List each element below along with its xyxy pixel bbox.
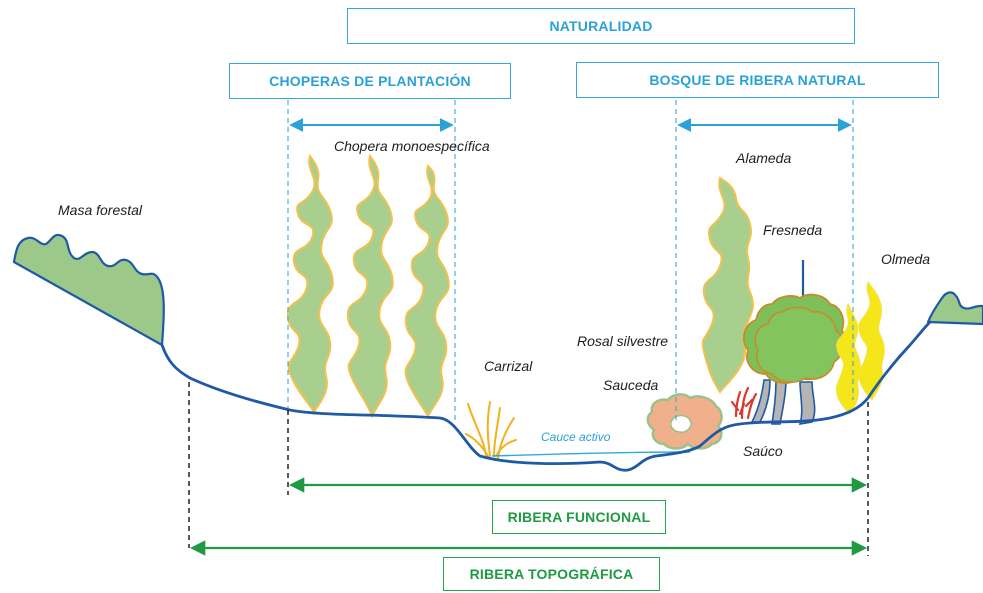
olmo-tree-2 bbox=[858, 280, 885, 401]
label-alameda: Alameda bbox=[736, 150, 792, 166]
rosal-shrub bbox=[730, 386, 758, 420]
left-forest-mass bbox=[12, 233, 165, 347]
label-carrizal: Carrizal bbox=[484, 358, 533, 374]
poplar-plantation bbox=[286, 153, 450, 419]
poplar-tree-3 bbox=[404, 164, 450, 419]
olmeda-trees bbox=[835, 280, 885, 415]
fresno-trunk-2 bbox=[771, 379, 787, 425]
naturalidad-header: NATURALIDAD bbox=[347, 8, 855, 44]
choperas-header: CHOPERAS DE PLANTACIÓN bbox=[229, 63, 511, 99]
label-sauco: Saúco bbox=[743, 443, 783, 459]
poplar-tree-1 bbox=[286, 153, 334, 414]
poplar-tree-2 bbox=[346, 153, 394, 419]
fresno-crown-front bbox=[754, 306, 844, 383]
label-olmeda: Olmeda bbox=[881, 251, 931, 267]
fresno-trunk-1 bbox=[750, 379, 771, 423]
terrain-profile bbox=[160, 320, 932, 472]
label-cauce: Cauce activo bbox=[541, 430, 611, 444]
label-chopera: Chopera monoespecífica bbox=[334, 138, 490, 154]
alameda-tree bbox=[701, 176, 754, 394]
bosque-header: BOSQUE DE RIBERA NATURAL bbox=[576, 62, 939, 98]
olmo-tree-1 bbox=[835, 302, 861, 415]
label-sauceda: Sauceda bbox=[603, 377, 659, 393]
label-masa-forestal: Masa forestal bbox=[58, 202, 143, 218]
sauceda-inner bbox=[669, 414, 692, 434]
river-surface bbox=[491, 451, 691, 457]
right-forest-mass bbox=[926, 291, 983, 326]
ribera-funcional-box: RIBERA FUNCIONAL bbox=[492, 500, 666, 534]
fresno-trunk-3 bbox=[798, 381, 816, 425]
carrizal-reeds bbox=[465, 401, 517, 459]
label-rosal: Rosal silvestre bbox=[577, 333, 669, 349]
label-fresneda: Fresneda bbox=[763, 222, 823, 238]
ribera-topografica-box: RIBERA TOPOGRÁFICA bbox=[443, 557, 660, 591]
